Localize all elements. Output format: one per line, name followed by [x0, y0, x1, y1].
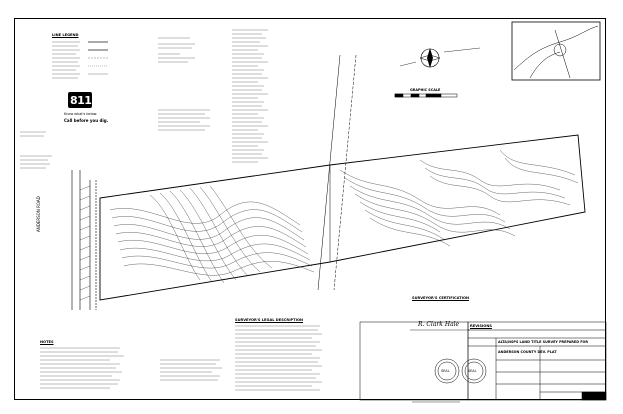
text-lines [20, 29, 322, 391]
line-legend-header: LINE LEGEND [52, 33, 79, 37]
surveyor-seals [434, 358, 487, 384]
north-arrow [419, 48, 441, 68]
drawing-sheet-border [14, 18, 606, 400]
right-of-way-hatch [79, 185, 91, 301]
vicinity-map [511, 21, 601, 81]
graphic-scale-bar [394, 93, 458, 98]
seal-left-label: SEAL [441, 369, 450, 373]
one-call-logo [68, 92, 92, 108]
legal-description-header: SURVEYOR'S LEGAL DESCRIPTION [235, 318, 304, 322]
one-call-line1: Know what's below. [64, 112, 98, 116]
signature-lines [410, 329, 470, 403]
surveyor-signature: R. Clark Hale [418, 321, 460, 328]
seal-right-label: SEAL [468, 369, 477, 373]
one-call-line2: Call before you dig. [64, 118, 109, 123]
project-line: ANDERSON COUNTY DEV. PLAT [498, 350, 557, 354]
contour-lines [109, 149, 579, 284]
road-label: ANDERSON ROAD [36, 196, 41, 232]
anderson-road [71, 170, 97, 310]
certification-header: SURVEYOR'S CERTIFICATION [412, 296, 470, 300]
notes-header: NOTES [40, 340, 54, 344]
title-block [359, 321, 607, 401]
graphic-scale-label: GRAPHIC SCALE [410, 88, 441, 92]
one-call-number: 811 [70, 94, 92, 107]
utility-corridor [317, 54, 357, 291]
revisions-header: REVISIONS [470, 324, 492, 328]
firm-line: ALTA/NSPS LAND TITLE SURVEY PREPARED FOR [498, 340, 589, 344]
